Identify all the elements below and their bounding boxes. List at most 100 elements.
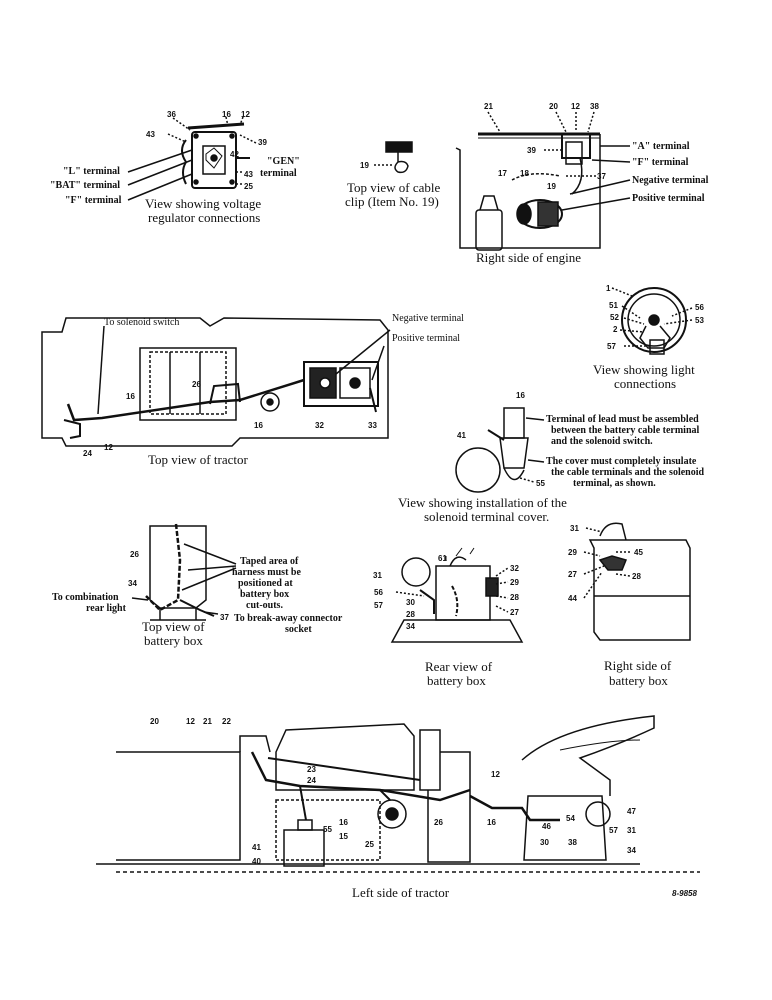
taped-note-line3: positioned at xyxy=(238,578,293,589)
cable-clip-caption-line2: clip (Item No. 19) xyxy=(345,194,439,209)
part-number: 38 xyxy=(568,838,577,847)
part-number: 32 xyxy=(315,421,324,430)
part-number: 21 xyxy=(203,717,212,726)
part-number: 21 xyxy=(484,102,493,111)
positive-terminal-top-label: Positive terminal xyxy=(392,333,461,344)
part-number: 41 xyxy=(252,843,261,852)
part-number: 19 xyxy=(547,182,556,191)
cover-note-line1: The cover must completely insulate xyxy=(546,456,697,467)
part-number: 47 xyxy=(627,807,636,816)
part-number: 28 xyxy=(510,593,519,602)
part-number: 52 xyxy=(610,313,619,322)
part-number: 43 xyxy=(146,130,155,139)
part-number: 55 xyxy=(536,479,545,488)
part-number: 25 xyxy=(365,840,374,849)
taped-note-line4: battery box xyxy=(240,589,290,600)
part-number: 31 xyxy=(570,524,579,533)
part-number: 43 xyxy=(244,170,253,179)
engine-right-figure xyxy=(456,112,630,250)
regulator-caption-line2: regulator connections xyxy=(148,210,261,225)
part-number: 20 xyxy=(150,717,159,726)
battery-box-rear-figure xyxy=(392,548,522,642)
rear-battery-caption-line2: battery box xyxy=(427,673,486,688)
part-number: 45 xyxy=(634,548,643,557)
part-number: 16 xyxy=(487,818,496,827)
part-number: 28 xyxy=(406,610,415,619)
part-number: 24 xyxy=(83,449,92,458)
rear-battery-caption-line1: Rear view of xyxy=(425,659,493,674)
part-number: 32 xyxy=(510,564,519,573)
part-number: 23 xyxy=(307,765,316,774)
part-number: 12 xyxy=(241,110,250,119)
part-number: 37 xyxy=(220,613,229,622)
cable-clip-figure xyxy=(374,142,412,172)
top-battery-caption-line2: battery box xyxy=(144,633,203,648)
a-terminal-label: "A" terminal xyxy=(632,141,690,152)
part-number: 36 xyxy=(167,110,176,119)
right-battery-caption-line2: battery box xyxy=(609,673,668,688)
tractor-left-figure xyxy=(96,716,700,872)
part-number: 2 xyxy=(613,325,618,334)
right-engine-caption: Right side of engine xyxy=(476,250,582,265)
negative-terminal-top-label: Negative terminal xyxy=(392,313,464,324)
part-number: 54 xyxy=(566,814,575,823)
part-number: 39 xyxy=(258,138,267,147)
gen-terminal-label-line2: terminal xyxy=(260,168,297,179)
part-number: 46 xyxy=(542,822,551,831)
part-number: 37 xyxy=(597,172,606,181)
terminal-lead-note-line1: Terminal of lead must be assembled xyxy=(546,414,699,425)
part-number: 30 xyxy=(406,598,415,607)
part-number: 28 xyxy=(632,572,641,581)
part-number: 56 xyxy=(374,588,383,597)
part-number: 26 xyxy=(130,550,139,559)
part-number: 25 xyxy=(244,182,253,191)
part-number: 1 xyxy=(606,284,611,293)
part-number: 51 xyxy=(609,301,618,310)
part-number: 20 xyxy=(549,102,558,111)
part-number: 27 xyxy=(510,608,519,617)
part-number: 22 xyxy=(222,717,231,726)
part-number: 38 xyxy=(590,102,599,111)
terminal-lead-note-line3: and the solenoid switch. xyxy=(551,436,653,447)
part-number: 12 xyxy=(186,717,195,726)
part-number: 41 xyxy=(457,431,466,440)
figure-reference: 8-9858 xyxy=(672,889,697,898)
solenoid-cover-caption-line2: solenoid terminal cover. xyxy=(424,509,550,524)
part-number: 61 xyxy=(438,554,447,563)
f-terminal-label: "F" terminal xyxy=(65,195,122,206)
to-rear-light-label-line2: rear light xyxy=(86,603,126,614)
part-number: 15 xyxy=(339,832,348,841)
part-number: 29 xyxy=(510,578,519,587)
part-number: 44 xyxy=(568,594,577,603)
right-battery-caption-line1: Right side of xyxy=(604,658,672,673)
battery-box-right-figure xyxy=(584,523,690,640)
negative-terminal-engine-label: Negative terminal xyxy=(632,175,709,186)
part-number: 34 xyxy=(128,579,137,588)
l-terminal-label: "L" terminal xyxy=(63,166,120,177)
part-number: 18 xyxy=(520,169,529,178)
part-number: 12 xyxy=(104,443,113,452)
part-number: 16 xyxy=(222,110,231,119)
cover-note-line3: terminal, as shown. xyxy=(573,478,656,489)
left-tractor-caption: Left side of tractor xyxy=(352,885,450,900)
part-number: 17 xyxy=(498,169,507,178)
to-solenoid-switch-label: To solenoid switch xyxy=(104,317,180,328)
part-number: 34 xyxy=(627,846,636,855)
part-number: 16 xyxy=(126,392,135,401)
part-number: 31 xyxy=(373,571,382,580)
voltage-regulator-figure xyxy=(128,117,256,200)
part-number: 29 xyxy=(568,548,577,557)
bat-terminal-label: "BAT" terminal xyxy=(50,180,121,191)
part-number: 39 xyxy=(527,146,536,155)
to-breakaway-label-line2: socket xyxy=(285,624,312,635)
part-number: 57 xyxy=(374,601,383,610)
part-number: 33 xyxy=(368,421,377,430)
part-number: 16 xyxy=(254,421,263,430)
gen-terminal-label-line1: "GEN" xyxy=(267,156,300,167)
to-rear-light-label-line1: To combination xyxy=(52,592,119,603)
part-number: 16 xyxy=(339,818,348,827)
cover-note-line2: the cable terminals and the solenoid xyxy=(551,467,705,478)
taped-note-line5: cut-outs. xyxy=(246,600,283,611)
solenoid-cover-caption-line1: View showing installation of the xyxy=(398,495,567,510)
